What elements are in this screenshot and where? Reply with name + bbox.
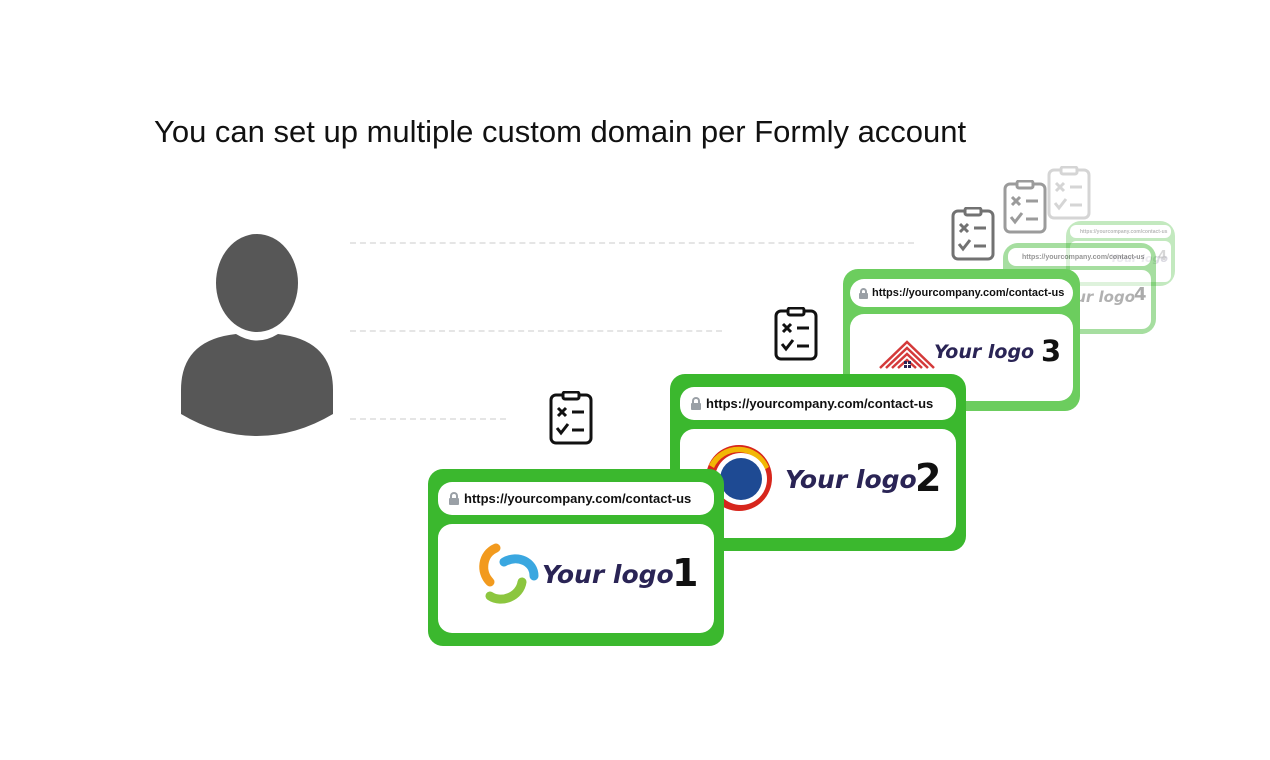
lock-icon: [1074, 229, 1078, 234]
url-bar: https://yourcompany.com/contact-us: [438, 482, 714, 515]
url-text: https://yourcompany.com/contact-us: [872, 287, 1065, 299]
url-text: https://yourcompany.com/contact-us: [1080, 228, 1168, 235]
connector-line-3: [350, 330, 722, 332]
connector-line-1: [350, 418, 506, 420]
lock-icon: [449, 492, 459, 505]
url-bar: https://yourcompany.com/contact-us: [1008, 248, 1151, 266]
logo-text: Your logo: [934, 341, 1035, 363]
house-logo-icon: [879, 340, 935, 369]
clipboard-checklist-icon: [549, 391, 593, 445]
url-bar: https://yourcompany.com/contact-us: [850, 279, 1073, 307]
connector-line-4: [350, 242, 914, 244]
clipboard-checklist-icon: [1047, 166, 1091, 220]
lock-icon: [859, 287, 868, 299]
logo-number: 3: [1041, 334, 1062, 368]
clipboard-checklist-icon: [1003, 180, 1047, 234]
swirl-logo-icon: [479, 543, 539, 604]
logo-text: Your logo: [1110, 252, 1168, 265]
logo-number: 4: [1134, 284, 1147, 305]
lock-icon: [691, 397, 701, 410]
clipboard-checklist-icon: [774, 307, 818, 361]
url-text: https://yourcompany.com/contact-us: [1022, 253, 1145, 261]
page-title: You can set up multiple custom domain pe…: [154, 114, 967, 149]
clipboard-checklist-icon: [951, 207, 995, 261]
domain-card-5: https://yourcompany.com/contact-us Your …: [1066, 221, 1175, 286]
logo-area: Your logo 1: [438, 524, 714, 633]
user-silhouette-icon: [181, 234, 333, 436]
circle-logo-icon: [706, 445, 772, 511]
logo-area: Your logo 2: [680, 429, 956, 538]
logo-text: Your logo: [542, 560, 674, 589]
url-text: https://yourcompany.com/contact-us: [706, 396, 934, 411]
lock-icon: [1014, 254, 1019, 260]
url-bar: https://yourcompany.com/contact-us: [1070, 225, 1171, 238]
logo-number: 1: [672, 551, 699, 595]
domain-card-1: https://yourcompany.com/contact-us Your …: [428, 469, 724, 646]
logo-area: Your logo 4: [1070, 241, 1171, 282]
logo-text: Your logo: [785, 465, 917, 494]
url-bar: https://yourcompany.com/contact-us: [680, 387, 956, 420]
logo-number: 2: [915, 456, 942, 500]
url-text: https://yourcompany.com/contact-us: [464, 491, 692, 506]
logo-number: 4: [1158, 249, 1168, 264]
